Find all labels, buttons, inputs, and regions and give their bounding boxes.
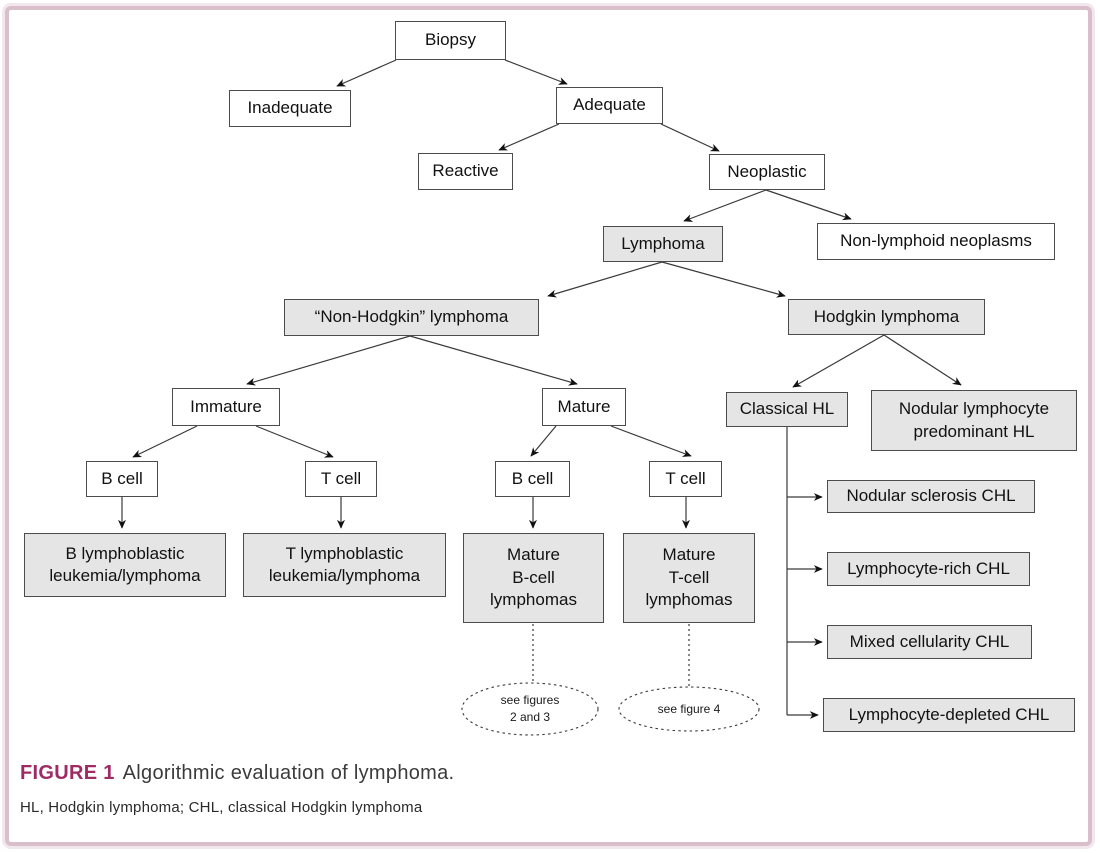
see-figures-2-3-label: see figures 2 and 3 bbox=[500, 693, 560, 725]
figure-footnote: HL, Hodgkin lymphoma; CHL, classical Hod… bbox=[20, 799, 423, 816]
node-b-cell-mature: B cell bbox=[495, 461, 570, 497]
node-lymphoma: Lymphoma bbox=[603, 226, 723, 262]
edge-mature-tcell bbox=[610, 425, 692, 457]
node-non-hodgkin-lymphoma: “Non-Hodgkin” lymphoma bbox=[284, 299, 539, 336]
figure-caption-text: Algorithmic evaluation of lymphoma. bbox=[122, 762, 455, 784]
node-non-lymphoid-neoplasms: Non-lymphoid neoplasms bbox=[817, 223, 1055, 260]
edge-nhl-immature bbox=[246, 335, 411, 386]
edge-nhl-mature bbox=[409, 335, 578, 386]
see-figure-4-ellipse bbox=[618, 686, 760, 732]
node-neoplastic: Neoplastic bbox=[709, 154, 825, 190]
node-classical-hl: Classical HL bbox=[726, 392, 848, 427]
node-nodular-lymphocyte-predominant-hl: Nodular lymphocyte predominant HL bbox=[871, 390, 1077, 451]
see-figure-4-label: see figure 4 bbox=[657, 702, 721, 716]
edge-neoplastic-lymphoma bbox=[683, 189, 767, 222]
node-reactive: Reactive bbox=[418, 153, 513, 190]
node-immature: Immature bbox=[172, 388, 280, 426]
node-inadequate: Inadequate bbox=[229, 90, 351, 127]
node-lymphocyte-rich-chl: Lymphocyte-rich CHL bbox=[827, 552, 1030, 586]
edge-immature-tcell bbox=[255, 425, 334, 458]
node-mixed-cellularity-chl: Mixed cellularity CHL bbox=[827, 625, 1032, 659]
node-t-cell-immature: T cell bbox=[305, 461, 377, 497]
node-mature-b-cell-lymphomas: Mature B-cell lymphomas bbox=[463, 533, 604, 623]
see-figures-2-3-ellipse bbox=[461, 682, 599, 736]
edge-neoplastic-nonlymphoid bbox=[765, 189, 852, 221]
figure-caption: FIGURE 1 Algorithmic evaluation of lympho… bbox=[20, 762, 454, 785]
node-adequate: Adequate bbox=[556, 87, 663, 124]
node-b-lymphoblastic: B lymphoblastic leukemia/lymphoma bbox=[24, 533, 226, 597]
edge-hl-nlp bbox=[883, 334, 962, 386]
edge-immature-bcell bbox=[132, 425, 198, 458]
edge-adequate-neoplastic bbox=[660, 123, 720, 152]
node-nodular-sclerosis-chl: Nodular sclerosis CHL bbox=[827, 480, 1035, 513]
figure-caption-label: FIGURE 1 bbox=[20, 762, 115, 784]
node-mature: Mature bbox=[542, 388, 626, 426]
node-hodgkin-lymphoma: Hodgkin lymphoma bbox=[788, 299, 985, 335]
edge-biopsy-adequate bbox=[504, 59, 568, 85]
edge-biopsy-inadequate bbox=[336, 59, 397, 87]
node-t-lymphoblastic: T lymphoblastic leukemia/lymphoma bbox=[243, 533, 446, 597]
edge-mature-bcell bbox=[530, 425, 557, 457]
edge-hl-classical bbox=[792, 334, 885, 388]
node-mature-t-cell-lymphomas: Mature T-cell lymphomas bbox=[623, 533, 755, 623]
node-biopsy: Biopsy bbox=[395, 21, 506, 60]
node-t-cell-mature: T cell bbox=[649, 461, 722, 497]
node-lymphocyte-depleted-chl: Lymphocyte-depleted CHL bbox=[823, 698, 1075, 732]
node-b-cell-immature: B cell bbox=[86, 461, 158, 497]
edge-adequate-reactive bbox=[498, 123, 560, 151]
edge-lymphoma-nhl bbox=[547, 261, 663, 298]
edge-lymphoma-hl bbox=[661, 261, 786, 298]
